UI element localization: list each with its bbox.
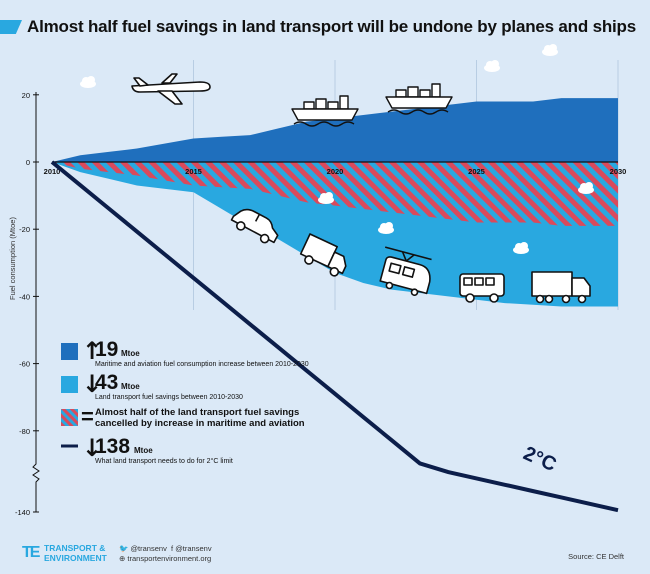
source-note: Source: CE Delft xyxy=(568,552,624,561)
facebook-handle[interactable]: @transenv xyxy=(175,544,212,553)
x-tick-label: 2015 xyxy=(185,167,202,176)
legend-value-maritime: 19 xyxy=(95,338,118,361)
legend-equals: = xyxy=(81,404,94,429)
legend-item-target: ↓ 138 Mtoe What land transport needs to … xyxy=(61,434,233,465)
y-tick-label: -60 xyxy=(19,360,30,369)
cloud-icon xyxy=(484,60,500,72)
legend-desc-maritime: Maritime and aviation fuel consumption i… xyxy=(95,361,309,368)
x-tick-label: 2020 xyxy=(327,167,344,176)
two-degree-label: 2°C xyxy=(520,442,560,476)
clouds xyxy=(80,44,594,254)
legend-desc-land: Land transport fuel savings between 2010… xyxy=(95,394,243,401)
area-cancelled-hatched xyxy=(52,162,618,226)
legend-unit-target: Mtoe xyxy=(134,446,153,455)
legend-desc-target: What land transport needs to do for 2°C … xyxy=(95,457,233,465)
y-axis-label: Fuel consumption (Mtoe) xyxy=(8,217,17,300)
legend-arrow-land: ↓ xyxy=(82,370,102,398)
chart-title: Almost half fuel savings in land transpo… xyxy=(27,17,636,36)
axes: 2010 2015 2020 2025 2030 20 0 -20 -40 -60 -80 -140 xyxy=(15,91,626,517)
car-icon xyxy=(230,208,279,244)
cloud-icon xyxy=(542,44,558,56)
logo-line2: ENVIRONMENT xyxy=(44,553,107,563)
y-tick-label: 20 xyxy=(22,91,30,100)
train-icon xyxy=(379,246,432,297)
legend-value-land: 43 xyxy=(95,371,118,394)
plane-icon xyxy=(131,73,211,105)
target-line-group xyxy=(50,160,619,513)
legend: ↑ 19 Mtoe Maritime and aviation fuel con… xyxy=(61,337,309,465)
bus-icon xyxy=(459,273,505,303)
area-maritime-aviation xyxy=(52,98,618,162)
y-tick-label: -140 xyxy=(15,508,30,517)
legend-value-target: 138 xyxy=(95,435,130,458)
globe-icon: ⊕ xyxy=(119,554,126,563)
legend-item-maritime: ↑ 19 Mtoe Maritime and aviation fuel con… xyxy=(61,337,309,368)
y-axis-break-icon xyxy=(32,460,40,512)
y-tick-label: 0 xyxy=(26,158,30,167)
cloud-icon xyxy=(318,192,334,204)
y-tick-label: -80 xyxy=(19,427,30,436)
social-links: 🐦 @transenv f @transenv ⊕ transportenvir… xyxy=(119,544,212,564)
legend-cancelled-line2: cancelled by increase in maritime and av… xyxy=(95,418,305,429)
title-bar: Almost half fuel savings in land transpo… xyxy=(0,0,650,54)
cloud-icon xyxy=(80,76,96,88)
target-line-2c xyxy=(50,160,619,513)
x-tick-label: 2010 xyxy=(44,167,61,176)
te-logo-icon: TE xyxy=(22,544,41,561)
legend-unit-maritime: Mtoe xyxy=(121,349,140,358)
areas xyxy=(52,98,618,307)
footer: TE TRANSPORT & ENVIRONMENT 🐦 @transenv f… xyxy=(22,542,632,568)
facebook-icon: f xyxy=(171,544,174,553)
legend-item-cancelled: = Almost half of the land transport fuel… xyxy=(61,404,305,429)
legend-arrow-target: ↓ xyxy=(82,434,102,462)
legend-swatch-maritime xyxy=(61,343,78,360)
truck-icon xyxy=(299,233,347,277)
legend-swatch-land xyxy=(61,376,78,393)
legend-unit-land: Mtoe xyxy=(121,382,140,391)
legend-swatch-hatched xyxy=(61,409,78,426)
y-tick-label: -40 xyxy=(19,292,30,301)
logo-text: TRANSPORT & ENVIRONMENT xyxy=(44,543,107,563)
legend-arrow-maritime: ↑ xyxy=(82,337,102,365)
x-tick-label: 2025 xyxy=(468,167,485,176)
legend-cancelled-line1: Almost half of the land transport fuel s… xyxy=(95,407,299,418)
website-link[interactable]: transportenvironment.org xyxy=(127,554,212,563)
cloud-icon xyxy=(578,182,594,194)
lorry-icon xyxy=(531,271,591,304)
twitter-handle[interactable]: @transenv xyxy=(130,544,167,553)
ship-icon xyxy=(291,95,359,127)
x-tick-label: 2030 xyxy=(610,167,627,176)
logo-line1: TRANSPORT & xyxy=(44,543,106,553)
title-flag-icon xyxy=(0,20,22,34)
y-tick-label: -20 xyxy=(19,225,30,234)
legend-item-land: ↓ 43 Mtoe Land transport fuel savings be… xyxy=(61,370,243,401)
cloud-icon xyxy=(513,242,529,254)
cloud-icon xyxy=(378,222,394,234)
twitter-icon: 🐦 xyxy=(119,544,129,553)
ship-icon xyxy=(385,83,453,115)
